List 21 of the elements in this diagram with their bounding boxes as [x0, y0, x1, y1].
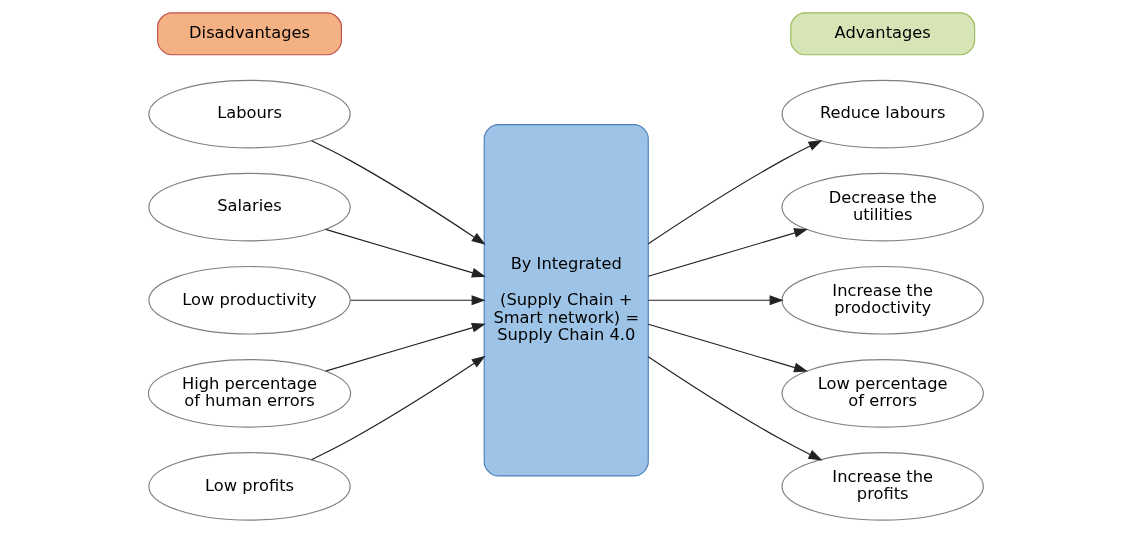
- node-box: Disadvantages: [157, 12, 343, 56]
- arrow: [325, 323, 486, 372]
- arrow: [310, 140, 486, 245]
- arrow: [647, 295, 784, 306]
- node-ellipse: High percentage of human errors: [147, 359, 352, 428]
- node-box: Advantages: [790, 12, 976, 56]
- node-ellipse: Low profits: [148, 452, 351, 521]
- node-ellipse: Decrease the utilities: [781, 172, 984, 242]
- node-ellipse: Low productivity: [148, 265, 351, 335]
- arrow: [350, 295, 486, 306]
- arrow: [647, 228, 808, 277]
- arrow: [647, 323, 808, 373]
- node-ellipse: Salaries: [148, 172, 351, 242]
- arrow: [325, 228, 486, 278]
- arrow: [310, 355, 486, 461]
- node-box: By Integrated (Supply Chain + Smart network) = Supply Chain 4.0: [483, 123, 649, 477]
- node-ellipse: Increase the prodoctivity: [781, 265, 984, 335]
- arrow: [647, 356, 823, 461]
- arrow: [647, 140, 823, 245]
- node-ellipse: Increase the profits: [781, 452, 984, 521]
- node-ellipse: Labours: [148, 79, 351, 149]
